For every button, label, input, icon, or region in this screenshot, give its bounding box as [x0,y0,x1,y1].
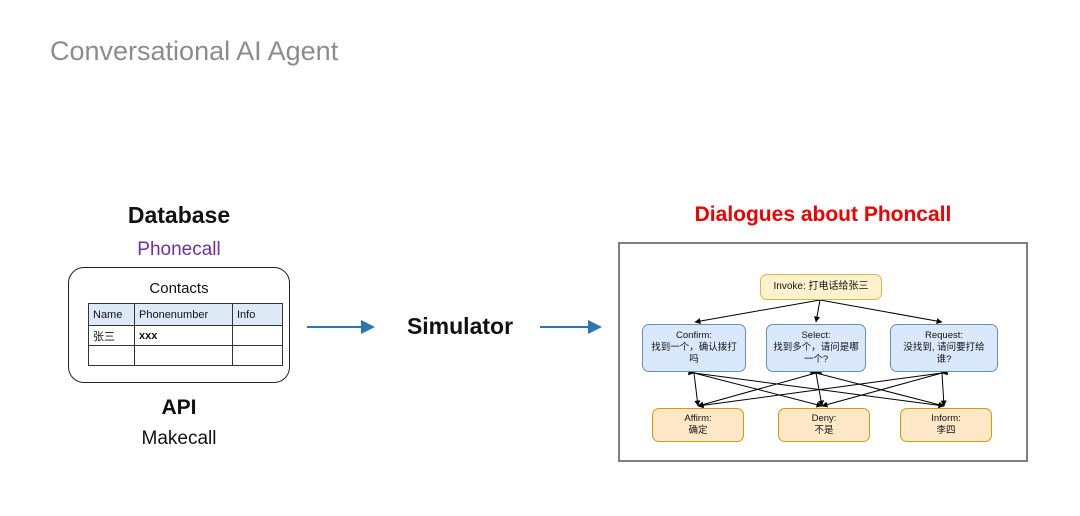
simulator-label: Simulator [406,313,514,339]
contacts-title: Contacts [149,280,209,297]
table-cell-info [232,325,283,346]
dialog-box: Invoke: 打电话给张三 Confirm: 找到一个，确认拨打 吗 Sele… [618,242,1028,462]
makecall-label: Makecall [141,428,217,449]
table-cell-info [232,345,283,366]
node-affirm: Affirm: 确定 [652,408,744,442]
table-header-phonenumber: Phonenumber [134,303,233,326]
node-inform: Inform: 李四 [900,408,992,442]
table-header-info: Info [232,303,283,326]
table-cell-name: 张三 [88,325,135,346]
table-header-name: Name [88,303,135,326]
page-title: Conversational AI Agent [50,36,339,66]
table-row: 张三 xxx [88,325,283,346]
flow-arrow-right-icon [540,320,602,334]
contacts-table: Name Phonenumber Info 张三 xxx [88,303,283,366]
dialog-connections [687,299,949,409]
table-cell-phonenumber [134,345,233,366]
node-confirm: Confirm: 找到一个，确认拨打 吗 [642,324,746,372]
database-label: Database [127,202,231,228]
node-invoke: Invoke: 打电话给张三 [760,274,882,300]
node-deny: Deny: 不是 [778,408,870,442]
table-header-row: Name Phonenumber Info [88,303,283,326]
table-cell-phonenumber: xxx [134,325,233,346]
phonecall-label: Phonecall [137,239,221,260]
flow-arrow-left-icon [307,320,375,334]
table-cell-name [88,345,135,366]
node-request: Request: 没找到, 请问要打给 谁? [890,324,998,372]
dialogues-title: Dialogues about Phoncall [694,203,952,226]
api-label: API [161,396,197,419]
node-select: Select: 找到多个，请问是哪 一个? [766,324,866,372]
table-row [88,345,283,366]
